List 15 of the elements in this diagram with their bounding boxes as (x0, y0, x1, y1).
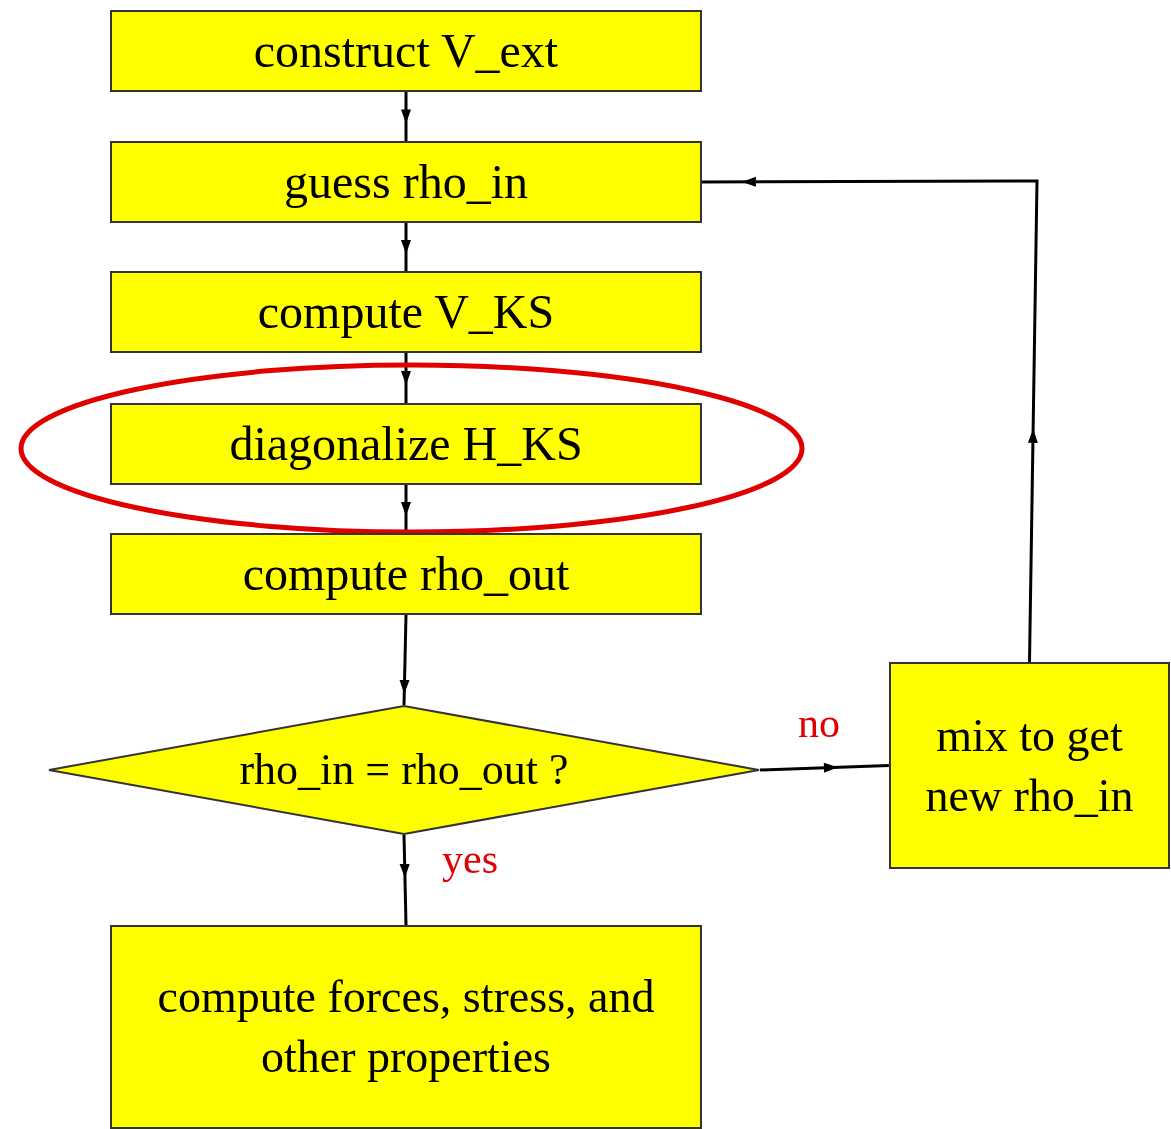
step-text: compute rho_out (242, 545, 570, 602)
step-text: mix to get new rho_in (924, 708, 1135, 823)
process-box (110, 10, 702, 92)
step-text: diagonalize H_KS (229, 415, 583, 472)
step-text: compute V_KS (257, 283, 555, 340)
process-box (889, 662, 1170, 869)
process-box (110, 403, 702, 485)
step-text: compute forces, stress, and other properties (156, 970, 656, 1084)
step-text: construct V_ext (253, 22, 559, 79)
process-box (110, 141, 702, 223)
step-text: guess rho_in (284, 153, 528, 210)
step-text: rho_in = rho_out ? (239, 744, 569, 797)
process-box (110, 925, 702, 1129)
process-box (110, 533, 702, 615)
process-box (110, 271, 702, 353)
